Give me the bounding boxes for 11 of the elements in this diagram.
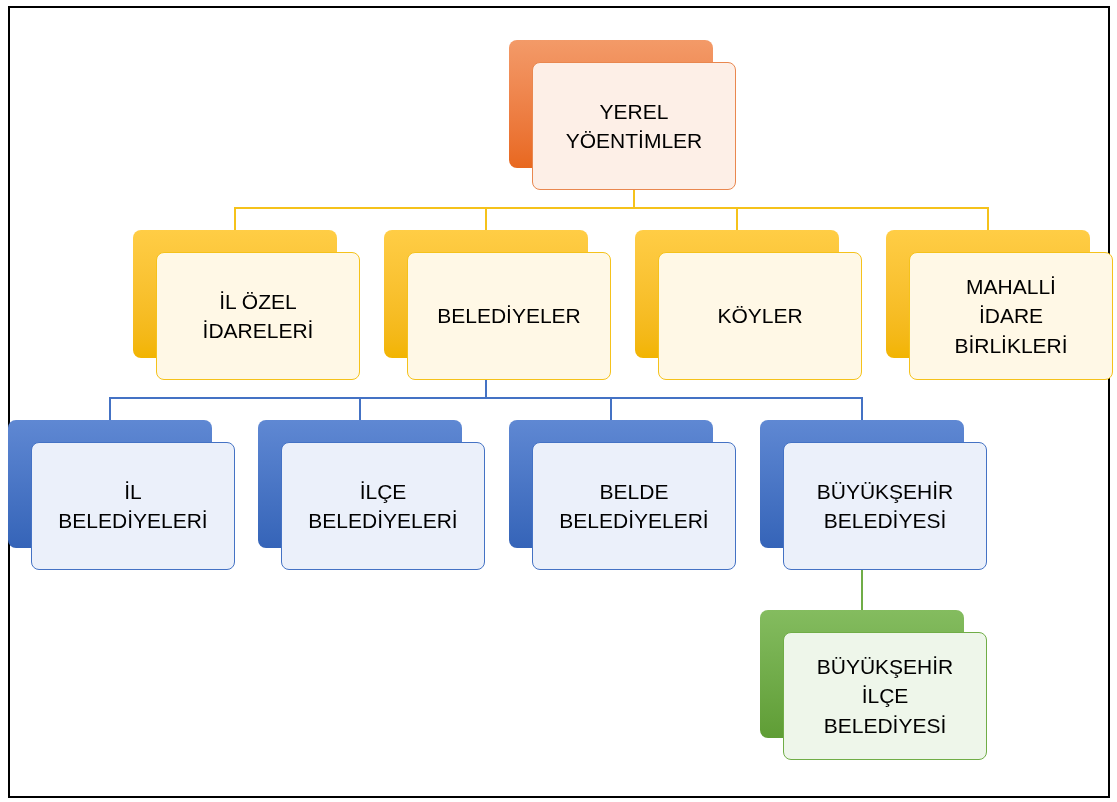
- node-label: BÜYÜKŞEHİR BELEDİYESİ: [815, 478, 955, 534]
- node-label: KÖYLER: [717, 303, 803, 330]
- node-label: MAHALLİ İDARE BİRLİKLERİ: [953, 273, 1069, 359]
- node-label: İLÇE BELEDİYELERİ: [307, 478, 459, 534]
- node-label: İL ÖZEL İDARELERİ: [201, 288, 315, 344]
- connector-line: [861, 569, 863, 611]
- node-label: BÜYÜKŞEHİR İLÇE BELEDİYESİ: [815, 653, 955, 739]
- node-label: İL BELEDİYELERİ: [57, 478, 209, 534]
- node-label: BELDE BELEDİYELERİ: [558, 478, 710, 534]
- node-label: YEREL YÖENTİMLER: [564, 98, 704, 154]
- node-label: BELEDİYELER: [437, 303, 581, 330]
